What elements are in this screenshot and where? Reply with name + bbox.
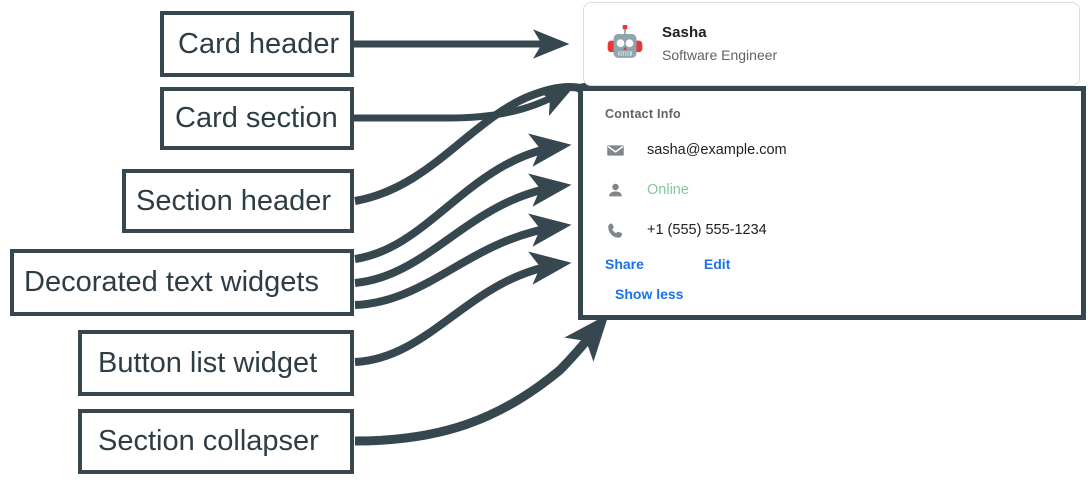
robot-avatar-icon: [602, 21, 648, 67]
person-icon: [605, 180, 625, 200]
annotation-box-card-section: Card section: [160, 87, 354, 150]
email-value: sasha@example.com: [647, 141, 787, 158]
status-value: Online: [647, 181, 689, 198]
connector-decorated-status: [354, 173, 572, 287]
card-header-title: Sasha: [662, 23, 707, 41]
connector-button-list: [354, 251, 572, 366]
card-header-text: Sasha Software Engineer: [662, 23, 777, 66]
connector-card-section: [354, 86, 575, 122]
annotation-label-section-header: Section header: [136, 184, 332, 217]
annotation-box-decorated-text-widgets: Decorated text widgets: [10, 249, 354, 316]
decorated-text-widget-phone: +1 (555) 555-1234: [605, 219, 767, 241]
share-button[interactable]: Share: [605, 256, 644, 272]
annotation-label-decorated-text-widgets: Decorated text widgets: [24, 266, 319, 298]
decorated-text-widget-status: Online: [605, 179, 689, 201]
annotation-label-button-list-widget: Button list widget: [98, 346, 318, 379]
connector-collapser: [354, 313, 609, 446]
card-section: Contact Info sasha@example.com: [578, 86, 1086, 320]
annotation-box-section-header: Section header: [122, 169, 354, 233]
edit-button[interactable]: Edit: [703, 256, 731, 272]
connector-decorated-email: [354, 133, 572, 263]
annotation-box-card-header: Card header: [160, 11, 354, 77]
phone-value: +1 (555) 555-1234: [647, 221, 767, 238]
card-header: Sasha Software Engineer: [583, 2, 1080, 86]
annotation-box-section-collapser: Section collapser: [78, 409, 354, 474]
phone-icon: [605, 220, 625, 240]
annotation-box-button-list-widget: Button list widget: [78, 330, 354, 396]
connector-section-header: [354, 64, 607, 205]
annotation-label-card-section: Card section: [175, 102, 338, 134]
annotation-label-card-header: Card header: [178, 27, 340, 60]
section-header-label: Contact Info: [605, 107, 681, 121]
annotation-label-section-collapser: Section collapser: [98, 425, 319, 457]
connector-decorated-phone: [354, 213, 572, 309]
email-icon: [605, 140, 625, 160]
decorated-text-widget-email: sasha@example.com: [605, 139, 787, 161]
button-list-widget: Share Edit: [605, 257, 730, 271]
section-collapser-button[interactable]: Show less: [615, 286, 684, 302]
card-header-subtitle: Software Engineer: [662, 46, 778, 63]
